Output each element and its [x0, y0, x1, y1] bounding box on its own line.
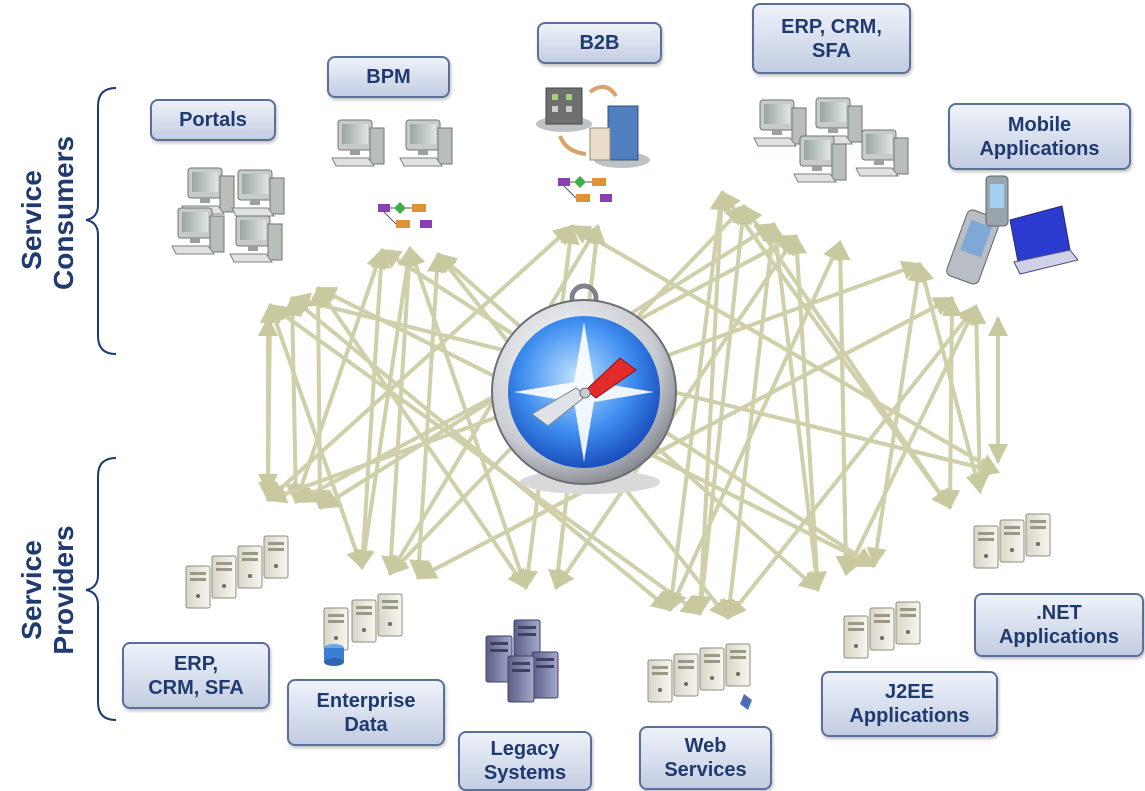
legacy-servers-icon [485, 619, 559, 703]
connection-arrow [381, 246, 419, 576]
connection-arrow [787, 234, 827, 592]
dotnet-applications-label: .NET Applications [974, 593, 1144, 657]
legacy-systems-label: Legacy Systems [458, 731, 592, 791]
bpm-workflow-icon [377, 201, 433, 229]
providers-bracket [85, 457, 117, 721]
enterprise-data-label: Enterprise Data [287, 679, 445, 746]
connection-arrow [726, 304, 978, 620]
erp-crm-sfa-provider-label: ERP, CRM, SFA [122, 642, 270, 709]
consumers-bracket [85, 87, 117, 355]
portals-computers-icon [171, 167, 285, 263]
erp-consumer-computers-icon [753, 97, 909, 183]
bpm-label: BPM [327, 56, 450, 98]
erp-crm-sfa-consumer-label: ERP, CRM, SFA [752, 3, 911, 74]
connection-arrow [282, 296, 306, 504]
service-providers-label: Service Providers [16, 525, 79, 655]
compass-icon [491, 283, 677, 494]
mobile-devices-icon [946, 175, 1079, 285]
dotnet-servers-icon [973, 513, 1051, 569]
connection-arrow [742, 204, 952, 510]
database-icon [324, 644, 344, 666]
b2b-label: B2B [537, 22, 662, 64]
connection-arrows [258, 190, 1008, 620]
connection-arrow [966, 304, 990, 494]
mobile-applications-label: Mobile Applications [948, 103, 1131, 170]
j2ee-servers-icon [843, 601, 921, 659]
connection-arrow [308, 286, 330, 510]
j2ee-applications-label: J2EE Applications [821, 671, 998, 737]
connection-arrow [844, 304, 978, 576]
erp-provider-servers-icon [185, 535, 289, 609]
b2b-buildings-icon [536, 84, 650, 168]
connection-arrow [940, 296, 962, 510]
service-consumers-label: Service Consumers [16, 135, 79, 290]
b2b-workflow-icon [557, 175, 613, 203]
portals-label: Portals [150, 99, 276, 141]
enterprise-data-servers-icon [323, 593, 403, 651]
web-services-servers-icon [647, 643, 752, 710]
bpm-computers-icon [331, 119, 453, 167]
web-services-label: Web Services [639, 726, 772, 790]
